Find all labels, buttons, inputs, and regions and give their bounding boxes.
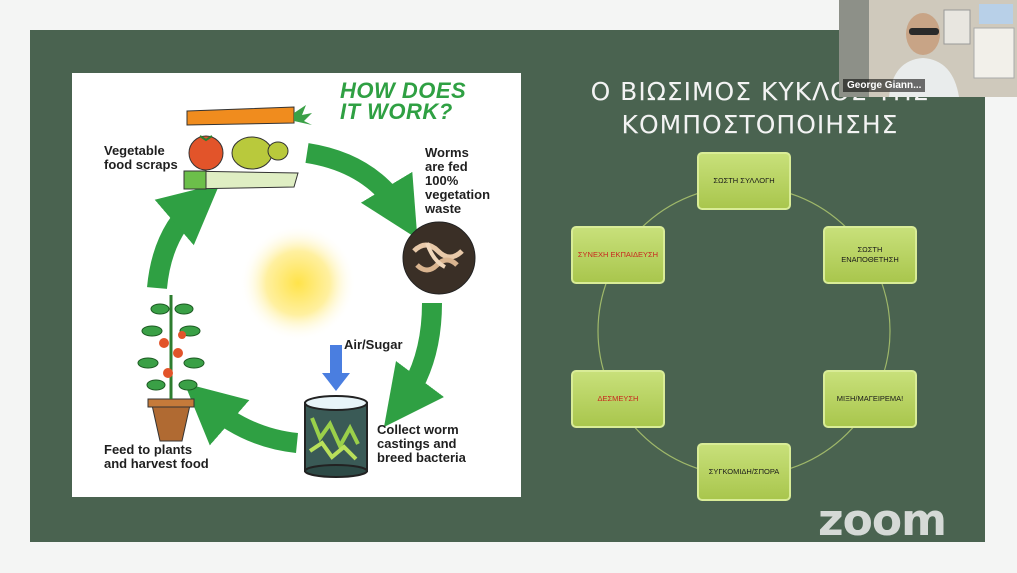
cycle-step-deposit: ΣΩΣΤΗ ΕΝΑΠΟΘΕΤΗΣΗ (823, 226, 917, 284)
cycle-step-harvest: ΣΥΓΚΟΜΙΔΗ/ΣΠΟΡΑ (697, 443, 791, 501)
cycle-step-collection: ΣΩΣΤΗ ΣΥΛΛΟΓΗ (697, 152, 791, 210)
cycle-step-mixing: ΜΙΞΗ/ΜΑΓΕΙΡΕΜΑ! (823, 370, 917, 428)
cycle-step-education: ΣΥΝΕΧΗ ΕΚΠΑΙΔΕΥΣΗ (571, 226, 665, 284)
zoom-watermark: zoom (818, 495, 946, 546)
participant-name-label: George Giann... (843, 79, 925, 92)
participant-video-tile[interactable]: George Giann... (839, 0, 1017, 97)
cycle-step-commitment: ΔΕΣΜΕΥΣΗ (571, 370, 665, 428)
